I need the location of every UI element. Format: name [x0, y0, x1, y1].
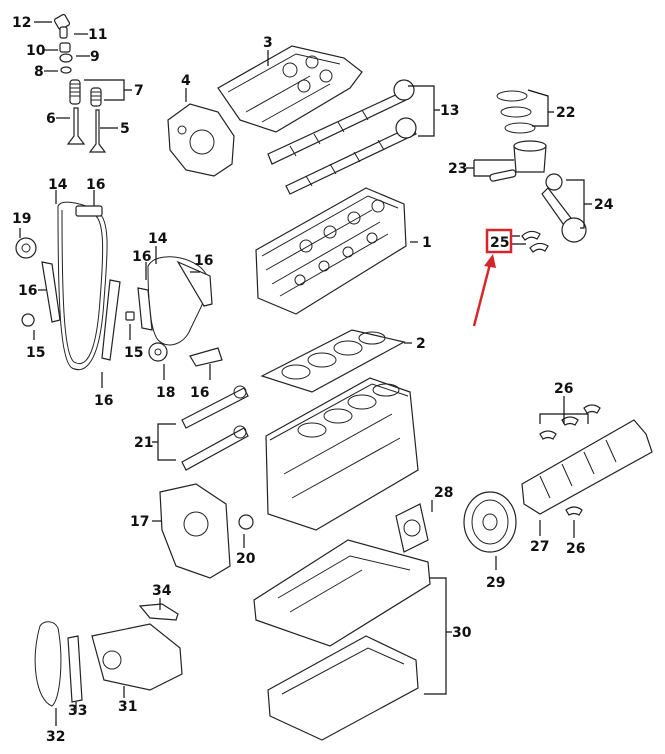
rod-bearings — [521, 230, 549, 253]
front-cover — [159, 483, 254, 579]
highlight-box — [485, 228, 513, 254]
callout-24[interactable]: 24 — [594, 197, 614, 213]
leader-lines — [19, 21, 592, 726]
callout-31[interactable]: 31 — [118, 699, 137, 715]
callout-15-right[interactable]: 15 — [124, 345, 143, 361]
callout-33[interactable]: 33 — [68, 703, 87, 719]
callout-1[interactable]: 1 — [422, 235, 432, 251]
valve-parts — [53, 13, 107, 153]
callout-32[interactable]: 32 — [46, 729, 65, 745]
callout-16-top[interactable]: 16 — [86, 177, 105, 193]
callout-12[interactable]: 12 — [12, 15, 31, 31]
callout-26-top[interactable]: 26 — [554, 381, 573, 397]
camshaft-cover — [217, 45, 363, 133]
callout-16-lower[interactable]: 16 — [190, 385, 209, 401]
callout-16-left[interactable]: 16 — [18, 283, 37, 299]
timing-chain-right — [125, 256, 223, 367]
callout-23[interactable]: 23 — [448, 161, 467, 177]
piston — [489, 140, 547, 182]
head-gasket — [260, 329, 406, 393]
callout-8[interactable]: 8 — [34, 64, 44, 80]
timing-cover — [167, 103, 235, 177]
crankshaft — [521, 404, 653, 516]
callout-3[interactable]: 3 — [263, 35, 273, 51]
callout-16-bottom[interactable]: 16 — [94, 393, 113, 409]
timing-chain-left — [15, 201, 121, 371]
crankshaft-pulley — [463, 491, 517, 553]
callout-30[interactable]: 30 — [452, 625, 472, 641]
callout-34[interactable]: 34 — [152, 583, 172, 599]
engine-block — [265, 377, 419, 531]
callout-numbers: 12 11 10 9 8 7 6 5 3 4 13 22 23 24 14 16… — [12, 15, 614, 745]
callout-16-mid[interactable]: 16 — [132, 249, 151, 265]
callout-27[interactable]: 27 — [530, 539, 549, 555]
callout-11[interactable]: 11 — [88, 27, 107, 43]
callout-20[interactable]: 20 — [236, 551, 256, 567]
callout-2[interactable]: 2 — [416, 336, 426, 352]
callout-29[interactable]: 29 — [486, 575, 505, 591]
callout-26-bottom[interactable]: 26 — [566, 541, 585, 557]
oil-pump — [34, 603, 183, 707]
highlight-arrow — [472, 254, 496, 327]
rear-main-seal — [395, 503, 429, 553]
callout-14-right[interactable]: 14 — [148, 231, 168, 247]
balance-shafts — [181, 385, 249, 471]
callout-10[interactable]: 10 — [26, 43, 46, 59]
callout-28[interactable]: 28 — [434, 485, 453, 501]
callout-17[interactable]: 17 — [130, 514, 149, 530]
piston-rings — [496, 90, 536, 134]
connecting-rod — [541, 173, 587, 243]
callout-4[interactable]: 4 — [181, 73, 191, 89]
camshafts — [267, 79, 417, 195]
callout-5[interactable]: 5 — [120, 121, 130, 137]
callout-6[interactable]: 6 — [46, 111, 56, 127]
callout-18[interactable]: 18 — [156, 385, 175, 401]
callout-22[interactable]: 22 — [556, 105, 575, 121]
oil-pan — [253, 539, 431, 741]
callout-7[interactable]: 7 — [134, 83, 144, 99]
callout-14-left[interactable]: 14 — [48, 177, 68, 193]
callout-19[interactable]: 19 — [12, 211, 31, 227]
callout-21[interactable]: 21 — [134, 435, 153, 451]
callout-25[interactable]: 25 — [490, 235, 509, 251]
callout-16-right[interactable]: 16 — [194, 253, 213, 269]
callout-13[interactable]: 13 — [440, 103, 459, 119]
callout-15-left[interactable]: 15 — [26, 345, 45, 361]
callout-9[interactable]: 9 — [90, 49, 100, 65]
cylinder-head — [255, 187, 407, 315]
